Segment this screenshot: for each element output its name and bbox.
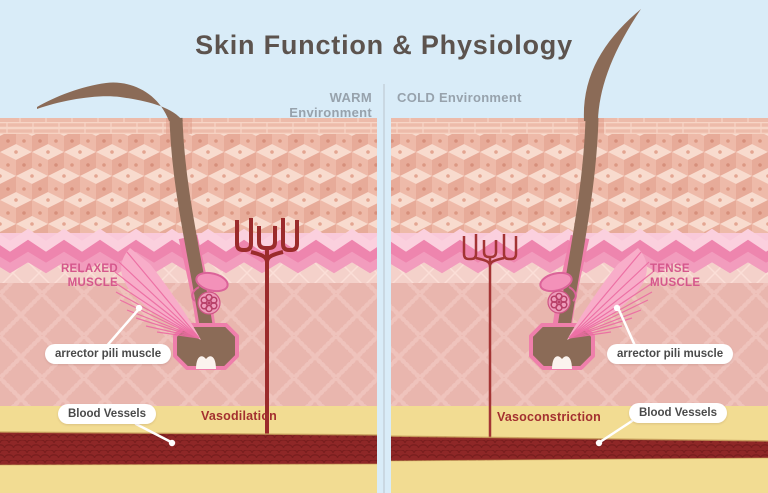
hair-papilla-cold [552,356,572,369]
pointer-lines [103,304,638,447]
blood-vessel-cold [383,435,768,462]
sweat-gland-warm [197,291,221,315]
sweat-gland-cold [547,290,571,314]
blood-vessel-warm [0,431,385,466]
arrector-muscle-warm [113,248,201,340]
hair-papilla-warm [196,356,216,369]
capillary-warm [235,218,299,436]
arrector-muscle-cold [567,248,655,340]
hair-shaft-warm [37,82,183,121]
sebaceous-gland-warm [191,271,229,302]
hair-shaft-cold [583,9,641,121]
capillary-cold [462,234,518,438]
panel-divider [377,84,391,493]
sebaceous-gland-cold [539,271,577,302]
